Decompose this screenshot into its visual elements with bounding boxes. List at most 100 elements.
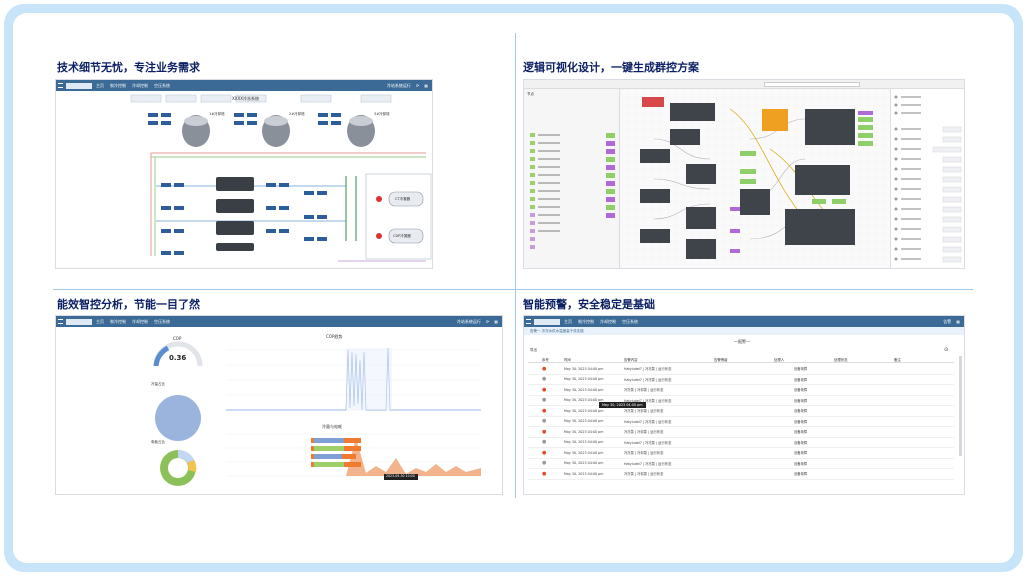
chart-tooltip: 2023-09-30 10:00 (386, 474, 415, 478)
menu-icon[interactable] (58, 83, 63, 88)
tower-2-label: 2#冷却塔 (289, 112, 305, 116)
alarm-status-icon: ● (542, 376, 547, 383)
alarm-status-icon: ● (542, 439, 547, 446)
grid-icon[interactable]: ▦ (424, 83, 428, 88)
nav3-right-label[interactable]: 冷站系统运行 (456, 318, 481, 324)
nav4-item-home[interactable]: 主页 (564, 318, 572, 324)
chart2-title: 冷量与电耗 (322, 424, 342, 429)
flow-canvas[interactable] (620, 89, 892, 269)
cell-level: 100 (700, 461, 780, 465)
grid-icon-3[interactable]: ▦ (494, 319, 498, 324)
cell-status: 设备故障 (794, 388, 808, 393)
nav-item-cooling[interactable]: 冷却控制 (132, 82, 148, 88)
nav-item-home[interactable]: 主页 (96, 82, 104, 88)
col-status: 处理状态 (834, 357, 848, 362)
row-tooltip: May 30, 2023 04:00 pm (599, 402, 646, 408)
vertical-divider (515, 33, 516, 498)
pie-label: 冷量占比 (151, 382, 165, 386)
cell-status: 设备故障 (794, 430, 808, 435)
alarm-section-title: 一报警一 (734, 339, 750, 344)
nav4-item-cooling[interactable]: 冷却控制 (600, 318, 616, 324)
logo (66, 82, 92, 89)
col-remark: 备注 (894, 357, 901, 362)
nav-right-label[interactable]: 冷站系统运行 (386, 82, 411, 88)
panel-title-3: 能效智控分析，节能一目了然 (57, 298, 200, 311)
cell-content: 冷冻泵 | 冷却泵 | 运行状态 (624, 388, 664, 393)
alarm-status-icon: ● (542, 470, 547, 477)
nav-item-refrigeration[interactable]: 制冷控制 (110, 82, 126, 88)
alarm-status-icon: ● (542, 418, 547, 425)
donut-label: 电耗占比 (151, 440, 165, 444)
top-nav-4: 主页 制冷控制 冷却控制 空压系统 告警 ▦ (524, 316, 964, 327)
screenshot-logic-editor: 节点 (523, 79, 965, 269)
cell-content: Hatyiudel7 | 冷冻泵 | 运行状态 (624, 398, 672, 403)
cell-level: 100 (700, 430, 780, 434)
horizontal-divider (53, 289, 973, 290)
alarm-status-icon: ● (542, 386, 547, 393)
refresh-icon-3[interactable]: ⟳ (485, 319, 490, 324)
content-card: 技术细节无忧，专注业务需求 主页 制冷控制 冷却控制 空压系统 冷站系统运行 ⟳… (13, 13, 1014, 563)
panel-title-1: 技术细节无忧，专注业务需求 (57, 61, 200, 74)
cell-level: 100 (700, 451, 780, 455)
exchanger-1-label: CT冷凝器 (395, 197, 411, 201)
menu-icon-3[interactable] (58, 319, 63, 324)
cell-status: 设备故障 (794, 367, 808, 372)
table-scrollbar[interactable] (959, 356, 962, 456)
chart1-title: COP趋势 (326, 334, 343, 339)
nav-item-air[interactable]: 空压系统 (154, 82, 170, 88)
col-index: 序号 (542, 357, 549, 362)
alarm-status-icon: ● (542, 449, 547, 456)
alarm-status-icon: ● (542, 428, 547, 435)
plant-diagram (130, 94, 432, 262)
screenshot-energy-dashboard: 主页 制冷控制 冷却控制 空压系统 冷站系统运行 ⟳ ▦ COP 0.36 冷量… (55, 315, 503, 495)
panel-title-2: 逻辑可视化设计，一键生成群控方案 (523, 61, 699, 74)
col-handler: 处理人 (774, 357, 785, 362)
alarm-status-icon: ● (542, 397, 547, 404)
palette-items (530, 133, 615, 249)
cell-level: 100 (700, 388, 780, 392)
nav4-right-label[interactable]: 告警 (943, 318, 952, 324)
cell-status: 设备故障 (794, 461, 808, 466)
cell-level: 100 (700, 419, 780, 423)
cell-content: 冷冻泵 | 冷却泵 | 运行状态 (624, 409, 664, 414)
panel-title-4: 智能预警，安全稳定是基础 (523, 298, 655, 311)
cell-status: 设备故障 (794, 409, 808, 414)
grid-icon-4[interactable]: ▦ (956, 319, 960, 324)
nav3-item-air[interactable]: 空压系统 (154, 318, 170, 324)
cell-status: 设备故障 (794, 377, 808, 382)
exchanger-2-label: CDP冷凝器 (393, 234, 411, 238)
refresh-icon[interactable]: ⟳ (415, 83, 420, 88)
editor-search-input[interactable] (764, 82, 860, 87)
cell-content: Hatyiudel7 | 冷冻泵 | 运行状态 (624, 377, 672, 382)
nav4-item-air[interactable]: 空压系统 (622, 318, 638, 324)
filter-icon[interactable]: ⊙ (944, 347, 949, 353)
cell-time: May 30, 2023 04:00 pm (564, 408, 604, 413)
nav3-item-home[interactable]: 主页 (96, 318, 104, 324)
outer-frame: 技术细节无忧，专注业务需求 主页 制冷控制 冷却控制 空压系统 冷站系统运行 ⟳… (4, 4, 1023, 572)
nav4-item-refrigeration[interactable]: 制冷控制 (578, 318, 594, 324)
cell-time: May 30, 2023 04:00 pm (564, 471, 604, 476)
cell-content: Hatyiudel7 | 冷冻泵 | 运行状态 (624, 367, 672, 372)
export-button[interactable]: 导出 (530, 348, 537, 352)
cell-time: May 30, 2023 04:00 pm (564, 461, 604, 466)
nav3-item-cooling[interactable]: 冷却控制 (132, 318, 148, 324)
cell-time: May 30, 2023 04:00 pm (564, 429, 604, 434)
diagram-header: XXXX冷冻系统 (232, 96, 259, 101)
property-rows (894, 95, 962, 263)
alarm-banner[interactable]: 告警一 冷冻水供水温度高于设定值 (524, 327, 964, 335)
cell-content: 冷冻泵 | 冷却泵 | 运行状态 (624, 472, 664, 477)
nav3-item-refrigeration[interactable]: 制冷控制 (110, 318, 126, 324)
menu-icon-4[interactable] (526, 319, 531, 324)
